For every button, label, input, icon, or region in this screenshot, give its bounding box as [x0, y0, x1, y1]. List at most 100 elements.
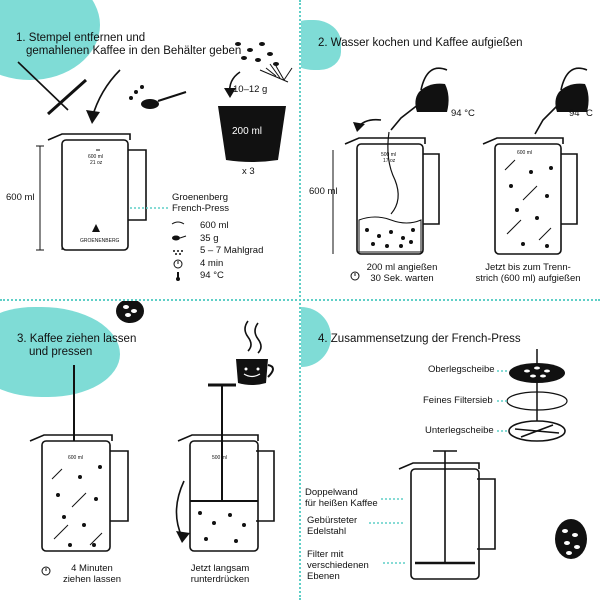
jug-mark-600: 600 ml [517, 150, 533, 156]
accent-blob [301, 20, 341, 70]
step3-illustration [29, 301, 275, 576]
thermometer-icon [176, 272, 180, 281]
jug-left [344, 137, 440, 255]
spoon-small-icon [172, 235, 187, 241]
cup-multiplier: x 3 [242, 166, 255, 177]
press-arrow [175, 480, 185, 538]
leader-lines [369, 370, 509, 564]
pour-arrow-head [353, 122, 365, 132]
caption-right: Jetzt bis zum Trenn- strich (600 ml) auf… [463, 262, 593, 284]
beans-arrow-head [224, 88, 236, 98]
temperature-right: 94 °C [569, 108, 593, 119]
step4-title: 4. Zusammensetzung der French-Press [318, 333, 521, 345]
jug-mark-oz: 17 oz [383, 158, 396, 164]
product-name-line1: Groenenberg [172, 192, 228, 203]
jug-right [482, 137, 578, 255]
caption-left-line1: 200 ml angießen [366, 262, 438, 273]
cup-volume: 200 ml [232, 126, 263, 137]
step2-illustration [332, 67, 589, 281]
part-steel-line1: Gebürsteter [307, 515, 358, 526]
part-filter-levels-line1: Filter mit [307, 549, 344, 560]
step1-panel: 1. Stempel entfernen und gemahlenen Kaff… [0, 0, 298, 298]
grounds-right [509, 166, 553, 248]
accent-blob [0, 307, 120, 397]
spoon-icon [129, 85, 187, 109]
step1-title-line2: gemahlenen Kaffee in den Behälter geben [26, 45, 242, 57]
part-filter-levels-line2: verschiedenen [307, 560, 369, 571]
bottom-washer [508, 420, 566, 442]
step2-panel: 2. Wasser kochen und Kaffee aufgießen [301, 0, 599, 298]
step3-title-line1: 3. Kaffee ziehen lassen [17, 333, 137, 345]
caption-right-line2: strich (600 ml) aufgießen [475, 273, 581, 284]
reflection-lines [504, 159, 552, 241]
brand-name: GROENENBERG [80, 238, 120, 244]
jug-mark-500: 500 ml [381, 152, 397, 158]
part-filter-levels: Filter mit verschiedenen Ebenen [307, 549, 369, 582]
jug-mark-600: 600 ml [68, 455, 84, 461]
caption-right-line1: Jetzt bis zum Trenn- [485, 262, 571, 273]
grind-icon [173, 250, 183, 255]
step4-illustration [369, 349, 587, 580]
jug-mark-oz: 21 oz [90, 160, 103, 166]
kettle-icon [390, 67, 449, 131]
caption-press: Jetzt langsam runterdrücken [180, 563, 260, 585]
jug-mark-600: 600 ml [88, 154, 104, 160]
spec-dose: 35 g [200, 232, 219, 244]
spec-time: 4 min [200, 257, 224, 269]
caption-press-line2: runterdrücken [190, 574, 250, 585]
part-fine-filter: Feines Filtersieb [423, 395, 493, 406]
coffee-dose: 10–12 g [233, 84, 268, 95]
spec-grind: 5 – 7 Mahlgrad [200, 245, 264, 256]
step3-title: 3. Kaffee ziehen lassen und pressen [17, 333, 136, 359]
jug-pressing [177, 434, 275, 552]
water-stream [387, 131, 399, 215]
timer-icon [41, 566, 51, 576]
product-name: Groenenberg French-Press [172, 192, 229, 214]
caption-steep-line2: ziehen lassen [62, 574, 122, 585]
grounds-steeping [56, 465, 102, 547]
kettle-icon [534, 67, 589, 135]
spec-list: 600 ml 35 g 5 – 7 Mahlgrad 4 min 94 °C [200, 220, 263, 283]
pine-branch-icon [259, 63, 293, 83]
press-height-label: 600 ml [6, 192, 35, 203]
caption-left: 200 ml angießen 30 Sek. warten [357, 262, 447, 284]
press-height-label: 600 ml [309, 186, 338, 197]
reflection-lines [51, 468, 103, 546]
step1-illustration [17, 42, 293, 281]
insert-arrow [91, 69, 121, 119]
part-filter-levels-line3: Ebenen [307, 571, 340, 582]
arrow-head [86, 110, 100, 124]
grounds-pressed [198, 511, 246, 543]
pinecone-icon [555, 519, 587, 559]
smiley-cup-icon [236, 359, 274, 385]
brand-logo [92, 224, 100, 232]
top-washer [509, 363, 565, 383]
horizontal-divider [0, 299, 600, 301]
part-steel-line2: Edelstahl [307, 526, 347, 537]
grounds-left [365, 228, 415, 248]
spec-temperature: 94 °C [200, 270, 224, 281]
plunger-lifted [17, 61, 88, 116]
product-name-line2: French-Press [172, 203, 230, 214]
step3-title-line2: und pressen [29, 346, 93, 358]
step1-title: 1. Stempel entfernen und gemahlenen Kaff… [16, 32, 241, 58]
caption-steep-line1: 4 Minuten [71, 563, 113, 574]
caption-press-line1: Jetzt langsam [190, 563, 250, 574]
part-double-wall-line1: Doppelwand [305, 487, 358, 498]
assembled-press [398, 450, 496, 580]
step1-title-line1: 1. Stempel entfernen und [16, 32, 146, 44]
part-steel: Gebürsteter Edelstahl [307, 515, 357, 537]
jug-steeping [29, 434, 129, 552]
jug-mark-500: 500 ml [212, 455, 228, 461]
spec-volume: 600 ml [200, 220, 229, 231]
step4-panel: 4. Zusammensetzung der French-Press [301, 301, 599, 599]
caption-left-line2: 30 Sek. warten [370, 273, 434, 284]
timer-icon [350, 271, 360, 281]
temperature-left: 94 °C [451, 108, 475, 119]
scale-icon [171, 221, 185, 225]
part-bottom-washer: Unterlegscheibe [425, 425, 494, 436]
pinecone-icon [116, 301, 144, 323]
step3-panel: 3. Kaffee ziehen lassen und pressen [0, 301, 298, 599]
measure-cup [218, 106, 286, 162]
part-double-wall-line2: für heißen Kaffee [305, 498, 378, 509]
